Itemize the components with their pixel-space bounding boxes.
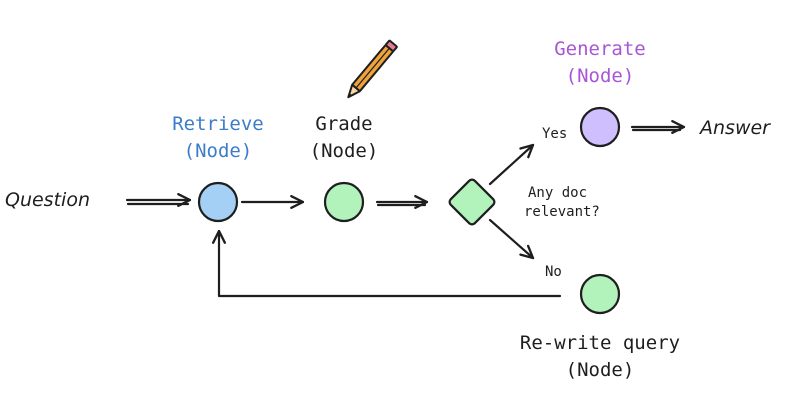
question-label: Question	[5, 189, 90, 211]
rewrite-node-subtitle: (Node)	[566, 359, 635, 381]
decision-label-line1: Any doc	[528, 185, 587, 201]
arrow-decision-to-yes	[488, 143, 535, 186]
decision-diamond	[448, 178, 496, 226]
rewrite-node-title: Re-write query	[520, 332, 680, 354]
retrieve-node	[197, 181, 239, 223]
grade-node-title: Grade	[315, 113, 372, 135]
yes-label: Yes	[542, 126, 567, 142]
arrow-question-to-retrieve	[125, 193, 192, 207]
generate-node-title: Generate	[554, 38, 646, 60]
generate-node-subtitle: (Node)	[566, 65, 635, 87]
retrieve-node-title: Retrieve	[172, 113, 264, 135]
decision-label-line2: relevant?	[524, 204, 600, 220]
pencil-icon	[347, 39, 398, 99]
arrow-generate-to-answer	[630, 120, 686, 134]
arrow-grade-to-decision	[375, 195, 429, 209]
grade-node	[323, 181, 365, 223]
rewrite-node	[579, 273, 621, 315]
arrow-rewrite-to-retrieve	[212, 229, 562, 298]
no-label: No	[545, 264, 562, 280]
answer-label: Answer	[698, 117, 771, 139]
arrow-decision-to-no	[488, 218, 535, 260]
generate-node	[579, 106, 621, 148]
grade-node-subtitle: (Node)	[310, 140, 379, 162]
retrieve-node-subtitle: (Node)	[184, 140, 253, 162]
